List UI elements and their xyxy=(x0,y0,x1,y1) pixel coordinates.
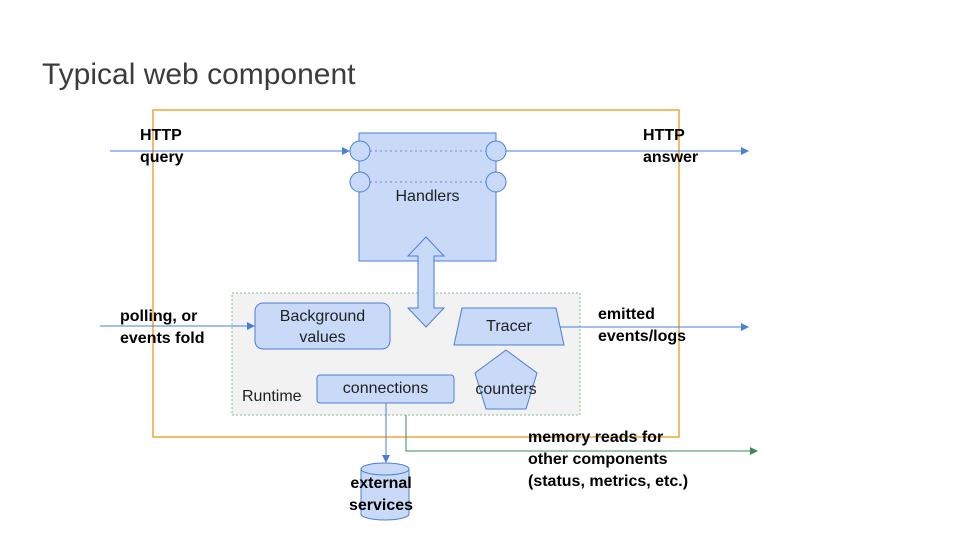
emitted-label-line1: emitted xyxy=(598,306,655,323)
tracer-label: Tracer xyxy=(486,318,532,335)
memory-reads-label: memory reads for other components (statu… xyxy=(528,427,688,493)
emitted-label: emitted events/logs xyxy=(598,304,686,348)
handlers-label: Handlers xyxy=(395,188,460,205)
background-values-label-line1: Background xyxy=(279,308,366,325)
background-values-label-line2: values xyxy=(299,329,346,346)
polling-label-line1: polling, or xyxy=(120,308,198,325)
counters-label: counters xyxy=(475,381,537,398)
tracer-shape xyxy=(453,307,565,346)
counters-pentagon xyxy=(474,349,538,410)
polling-label: polling, or events fold xyxy=(120,306,204,350)
page-title: Typical web component xyxy=(42,58,356,91)
memory-reads-label-line1: memory reads for xyxy=(528,429,664,446)
handler-port-out-2 xyxy=(485,171,507,193)
http-answer-label-line2: answer xyxy=(643,149,699,166)
component-boundary xyxy=(152,109,680,438)
http-query-label-line2: query xyxy=(140,149,184,166)
http-query-label-line1: HTTP xyxy=(140,127,182,144)
handler-port-in-1 xyxy=(349,140,371,162)
external-services-label-line1: external xyxy=(350,475,412,492)
connections-label: connections xyxy=(342,380,429,397)
http-answer-label: HTTP answer xyxy=(643,125,698,169)
http-answer-label-line1: HTTP xyxy=(643,127,685,144)
memory-reads-label-line3: (status, metrics, etc.) xyxy=(528,473,689,490)
emitted-label-line2: events/logs xyxy=(598,328,687,345)
http-query-label: HTTP query xyxy=(140,125,184,169)
handler-port-in-2 xyxy=(349,171,371,193)
background-values-label: Background values xyxy=(255,306,390,348)
double-arrow xyxy=(406,236,446,328)
memory-reads-label-line2: other components xyxy=(528,451,668,468)
external-services-label: external services xyxy=(349,473,413,517)
background-values-box xyxy=(254,302,391,350)
handler-port-out-1 xyxy=(485,140,507,162)
external-services-label-line2: services xyxy=(349,497,414,514)
arrow-memory-reads xyxy=(405,415,758,455)
polling-label-line2: events fold xyxy=(120,330,205,347)
external-services-cylinder xyxy=(360,462,410,521)
runtime-label: Runtime xyxy=(242,388,302,405)
